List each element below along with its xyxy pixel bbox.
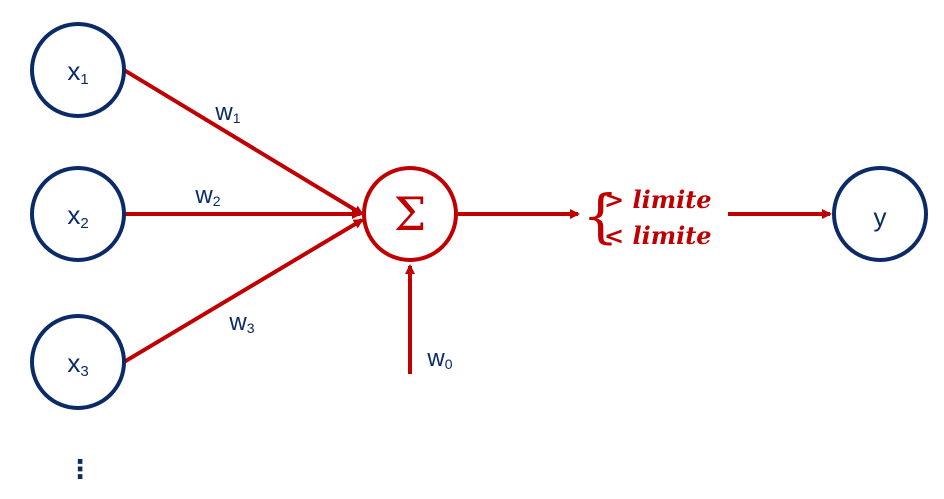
input-x1-base: x	[67, 56, 80, 86]
input-x3-base: x	[67, 348, 80, 378]
edge-x3-sum	[122, 218, 364, 364]
bias-label-w0: w0	[426, 345, 452, 372]
input-x1-sub: 1	[80, 71, 88, 88]
input-x3-sub: 3	[80, 363, 88, 380]
threshold-conditions: { > limite < limite	[582, 182, 712, 250]
sum-node: Σ	[362, 166, 458, 262]
weight-w3-base: w	[228, 309, 247, 336]
condition-above-limit: > limite	[604, 185, 712, 214]
sigma-symbol: Σ	[394, 187, 427, 241]
bias-base: w	[426, 345, 445, 372]
edge-x1-sum	[122, 68, 364, 216]
condition-below-limit: < limite	[604, 221, 712, 250]
weight-label-w1: w1	[214, 99, 240, 126]
svg-text:x1: x1	[67, 56, 88, 88]
more-inputs-ellipsis: ⋮	[67, 455, 93, 485]
weight-w2-base: w	[194, 182, 213, 209]
input-x2-sub: 2	[80, 215, 88, 232]
weight-label-w3: w3	[228, 309, 254, 336]
condition-brace: {	[582, 182, 619, 250]
output-node-y: y	[832, 166, 928, 262]
input-node-x1: x1	[30, 22, 126, 118]
weight-label-w2: w2	[194, 182, 220, 209]
weight-w1-base: w	[214, 99, 233, 126]
bias-sub: 0	[445, 356, 453, 372]
weight-w1-sub: 1	[233, 110, 241, 126]
input-x2-base: x	[67, 200, 80, 230]
weight-w3-sub: 3	[247, 320, 255, 336]
weight-w2-sub: 2	[213, 193, 221, 209]
svg-text:x3: x3	[67, 348, 88, 380]
svg-text:x2: x2	[67, 200, 88, 232]
input-node-x3: x3	[30, 314, 126, 410]
output-label: y	[874, 202, 887, 232]
input-node-x2: x2	[30, 166, 126, 262]
